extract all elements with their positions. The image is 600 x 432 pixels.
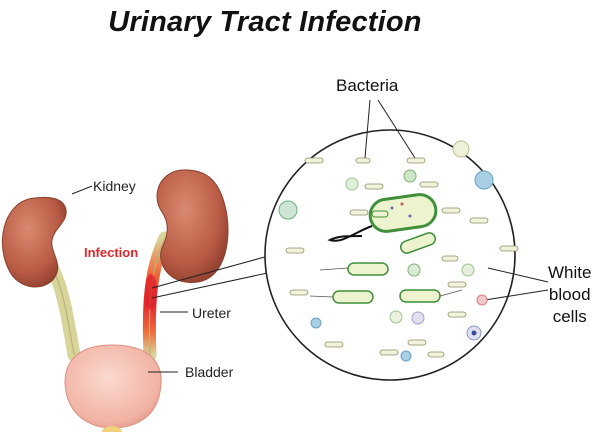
small-bacterium bbox=[349, 209, 369, 216]
left-kidney bbox=[1, 196, 67, 288]
small-bacterium bbox=[499, 245, 519, 252]
bacterium bbox=[332, 290, 374, 304]
small-bacterium bbox=[406, 157, 426, 164]
white-blood-cell bbox=[400, 350, 412, 362]
bladder bbox=[64, 344, 162, 429]
white-blood-cell bbox=[389, 310, 403, 324]
small-bacterium bbox=[355, 157, 371, 164]
white-blood-cell bbox=[345, 177, 359, 191]
white-blood-cell bbox=[278, 200, 298, 220]
infection-site bbox=[145, 274, 157, 310]
white-blood-cell bbox=[476, 294, 488, 306]
bacterium bbox=[347, 262, 389, 276]
ureter-label: Ureter bbox=[192, 305, 231, 321]
small-bacterium bbox=[289, 289, 309, 296]
right-kidney bbox=[156, 169, 229, 283]
large-bacterium bbox=[368, 193, 438, 233]
bacteria-label: Bacteria bbox=[336, 76, 399, 95]
small-bacterium bbox=[407, 339, 427, 346]
white-blood-cell bbox=[461, 263, 475, 277]
white-blood-cell bbox=[407, 263, 421, 277]
small-bacterium bbox=[324, 341, 344, 348]
white-blood-cell bbox=[310, 317, 322, 329]
wbc-label-line-3: cells bbox=[552, 307, 587, 326]
small-bacterium bbox=[447, 311, 467, 318]
small-bacterium bbox=[469, 217, 489, 224]
small-bacterium bbox=[285, 247, 305, 254]
small-bacterium bbox=[441, 255, 459, 262]
small-bacterium bbox=[441, 207, 461, 214]
bacterium bbox=[399, 289, 441, 303]
small-bacterium bbox=[447, 281, 467, 288]
bacterium bbox=[371, 210, 389, 218]
magnified-view bbox=[264, 129, 516, 381]
kidney-label: Kidney bbox=[93, 178, 136, 194]
white-blood-cell bbox=[403, 169, 417, 183]
diagram-title: Urinary Tract Infection bbox=[108, 6, 422, 38]
white-blood-cell bbox=[474, 170, 494, 190]
white-blood-cell bbox=[452, 140, 470, 158]
bacterium bbox=[399, 232, 437, 254]
bladder-label: Bladder bbox=[185, 364, 234, 380]
small-bacterium bbox=[427, 351, 445, 358]
white-blood-cells-label: White blood cells bbox=[548, 262, 591, 328]
infection-label: Infection bbox=[84, 245, 139, 260]
small-bacterium bbox=[419, 181, 439, 188]
wbc-label-line-2: blood bbox=[548, 285, 591, 304]
small-bacterium bbox=[379, 349, 399, 356]
small-bacterium bbox=[304, 157, 324, 164]
small-bacterium bbox=[364, 183, 384, 190]
wbc-label-line-1: White bbox=[548, 263, 592, 282]
urethra bbox=[102, 426, 122, 432]
white-blood-cell bbox=[411, 311, 425, 325]
